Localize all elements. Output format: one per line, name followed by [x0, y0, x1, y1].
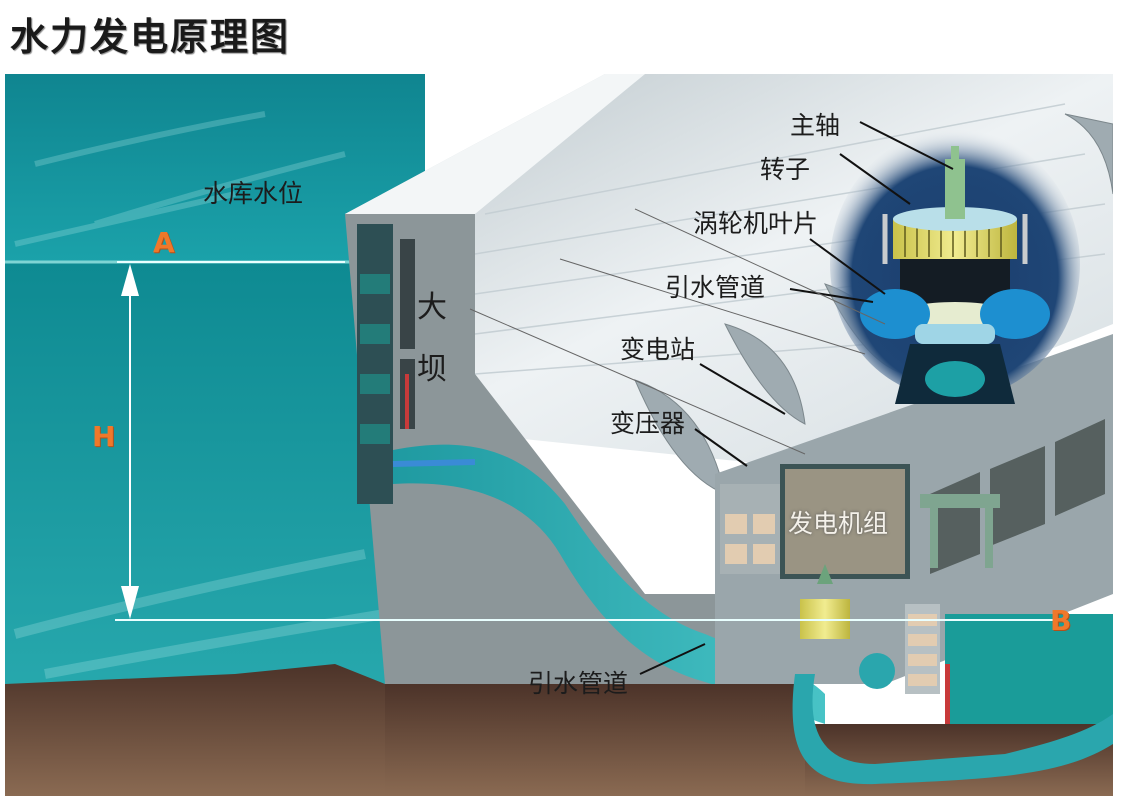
- label-dam-2: 坝: [417, 352, 447, 387]
- label-transformer: 变压器: [610, 409, 686, 438]
- ground: [5, 664, 385, 796]
- turbine-runner: [915, 324, 995, 344]
- hydropower-illustration: [5, 74, 1113, 796]
- draft-tube: [792, 674, 1113, 785]
- label-penstock-bottom: 引水管道: [528, 669, 629, 698]
- marker-h: H: [92, 420, 116, 453]
- label-reservoir-level: 水库水位: [203, 179, 304, 208]
- label-substation: 变电站: [620, 335, 696, 364]
- label-rotor: 转子: [760, 155, 811, 184]
- label-penstock-top: 引水管道: [665, 273, 766, 302]
- main-shaft: [945, 159, 965, 219]
- label-generator-unit: 发电机组: [788, 509, 889, 538]
- label-dam-1: 大: [417, 290, 447, 325]
- label-main-shaft: 主轴: [790, 111, 841, 140]
- diagram-canvas: 水库水位 大 坝 主轴 转子 涡轮机叶片 引水管道 变电站 变压器 发电机组 引…: [5, 74, 1113, 796]
- label-turbine-blades: 涡轮机叶片: [693, 209, 819, 238]
- dam-body: [345, 214, 785, 684]
- marker-a: A: [153, 226, 175, 259]
- marker-b: B: [1050, 604, 1072, 637]
- page-title: 水力发电原理图: [10, 15, 291, 59]
- gate-shaft: [405, 374, 409, 429]
- powerhouse: [715, 334, 1113, 684]
